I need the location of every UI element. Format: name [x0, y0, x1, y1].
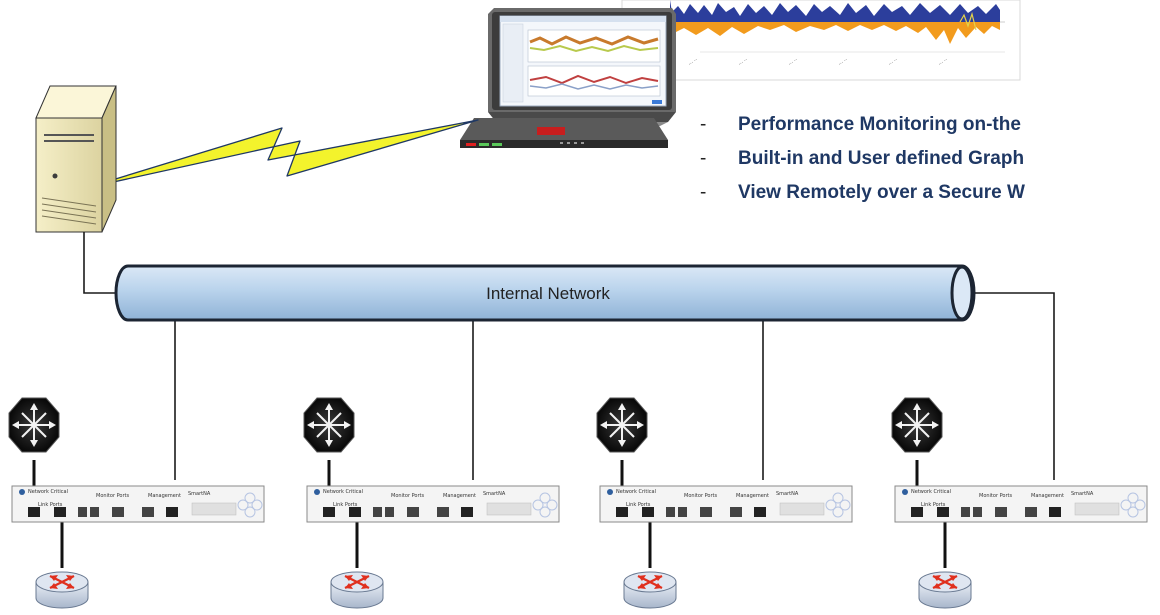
- wireless-link: [85, 119, 479, 189]
- feature-bullet-list: - Performance Monitoring on-the - Built-in…: [700, 108, 1160, 210]
- svg-text:··· ··: ··· ··: [688, 57, 700, 68]
- svg-text:··· ··: ··· ··: [938, 57, 950, 68]
- server-icon: [35, 85, 117, 233]
- appliance-brand: Network Critical: [323, 489, 363, 495]
- monitoring-chart-thumbnail: ··· ·· ··· ·· ··· ·· ··· ·· ··· ·· ··· ·…: [621, 0, 1021, 81]
- appliance-brand: Network Critical: [911, 489, 951, 495]
- bullet-marker: -: [700, 114, 707, 135]
- svg-text:··· ··: ··· ··: [888, 57, 900, 68]
- appliance-monitor-ports: Monitor Ports: [684, 493, 718, 499]
- appliance-link-ports: Link Ports: [333, 502, 358, 508]
- appliance-brand: Network Critical: [616, 489, 656, 495]
- appliance-icon: Network Critical Link Ports Monitor Port…: [894, 485, 1148, 523]
- router-icon: [623, 571, 677, 609]
- bullet-text: Performance Monitoring on-the: [738, 114, 1021, 135]
- switch-icon: [8, 397, 60, 453]
- appliance-icon: Network Critical Link Ports Monitor Port…: [11, 485, 265, 523]
- appliance-management: Management: [736, 493, 769, 499]
- appliance-link-ports: Link Ports: [38, 502, 63, 508]
- chart-blue-area: [670, 0, 1000, 22]
- bullet-item: - Built-in and User defined Graph: [700, 142, 1160, 176]
- appliance-model: SmartNA: [483, 491, 506, 497]
- appliance-model: SmartNA: [1071, 491, 1094, 497]
- router-icon: [330, 571, 384, 609]
- bullet-marker: -: [700, 182, 707, 203]
- appliance-icon: Network Critical Link Ports Monitor Port…: [306, 485, 560, 523]
- chart-x-ticks: ··· ·· ··· ·· ··· ·· ··· ·· ··· ·· ··· ·…: [688, 51, 1005, 68]
- appliance-management: Management: [443, 493, 476, 499]
- bullet-item: - Performance Monitoring on-the: [700, 108, 1160, 142]
- laptop-icon: [460, 8, 676, 148]
- router-icon: [918, 571, 972, 609]
- site-group-1: Network Critical Link Ports Monitor Port…: [8, 397, 265, 609]
- svg-text:··· ··: ··· ··: [838, 57, 850, 68]
- network-cables: [83, 232, 1055, 480]
- internal-network-pipe: Internal Network: [114, 264, 976, 322]
- switch-icon: [596, 397, 648, 453]
- site-group-4: Network Critical Link Ports Monitor Port…: [891, 397, 1148, 609]
- bullet-item: - View Remotely over a Secure W: [700, 176, 1160, 210]
- appliance-monitor-ports: Monitor Ports: [979, 493, 1013, 499]
- appliance-link-ports: Link Ports: [921, 502, 946, 508]
- appliance-management: Management: [148, 493, 181, 499]
- appliance-model: SmartNA: [188, 491, 211, 497]
- svg-text:··· ··: ··· ··: [788, 57, 800, 68]
- appliance-management: Management: [1031, 493, 1064, 499]
- switch-icon: [303, 397, 355, 453]
- chart-orange-area: [670, 22, 1000, 44]
- appliance-monitor-ports: Monitor Ports: [96, 493, 130, 499]
- appliance-brand: Network Critical: [28, 489, 68, 495]
- switch-icon: [891, 397, 943, 453]
- appliance-monitor-ports: Monitor Ports: [391, 493, 425, 499]
- site-group-2: Network Critical Link Ports Monitor Port…: [303, 397, 560, 609]
- network-label: Internal Network: [486, 284, 610, 303]
- router-icon: [35, 571, 89, 609]
- bullet-text: Built-in and User defined Graph: [738, 148, 1025, 169]
- bullet-marker: -: [700, 148, 707, 169]
- appliance-icon: Network Critical Link Ports Monitor Port…: [599, 485, 853, 523]
- svg-text:··· ··: ··· ··: [738, 57, 750, 68]
- site-group-3: Network Critical Link Ports Monitor Port…: [596, 397, 853, 609]
- appliance-link-ports: Link Ports: [626, 502, 651, 508]
- appliance-model: SmartNA: [776, 491, 799, 497]
- bullet-text: View Remotely over a Secure W: [738, 182, 1025, 203]
